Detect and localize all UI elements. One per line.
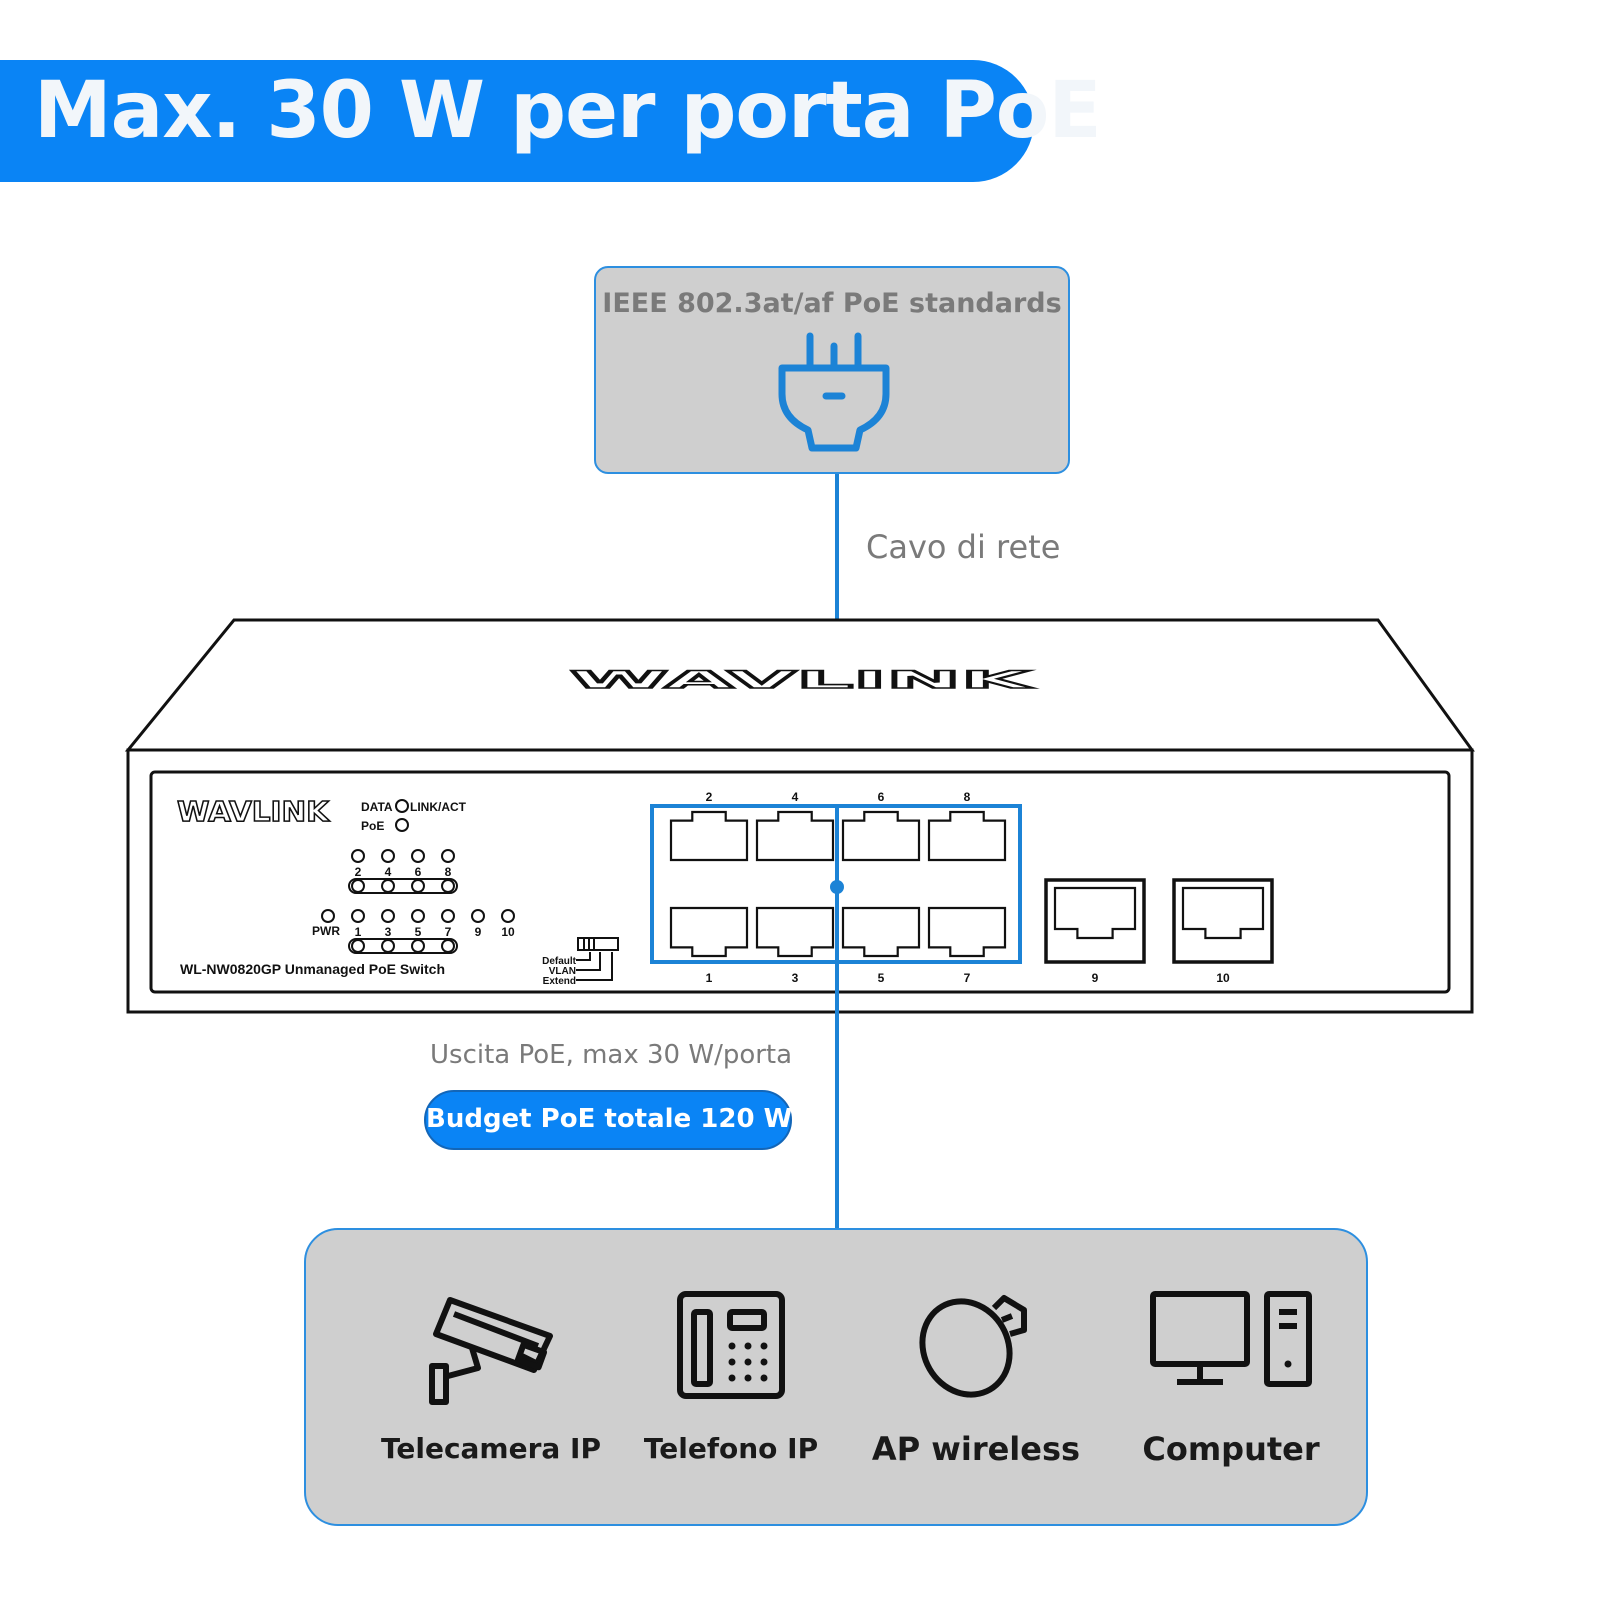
legend-poe-led [395,818,409,832]
device-label-ip-camera: Telecamera IP [380,1432,601,1465]
pwr-led [321,909,335,923]
led-number: 6 [415,865,422,879]
led-number: 4 [385,865,392,879]
pwr-label: PWR [312,924,340,938]
port-number: 6 [878,790,885,804]
port-number: 8 [964,790,971,804]
title-banner [0,60,1034,182]
legend-data: DATA [361,800,393,814]
plug-icon [778,332,890,452]
led-number: 1 [355,925,362,939]
dip-label-default: Default [542,956,577,967]
port-number: 4 [792,790,799,804]
port-5[interactable] [841,906,921,958]
led-poe-6 [411,879,425,893]
switch-front-logo: WAVLINK [177,795,330,828]
poe-output-label: Uscita PoE, max 30 W/porta [430,1040,793,1070]
dip-label-extend: Extend [543,976,576,987]
poe-switch: WAVLINK WAVLINK DATA LINK/ACT PoE PWR 2 4… [124,618,1475,1014]
port-3[interactable] [755,906,835,958]
led-data-6 [411,849,425,863]
port-7[interactable] [927,906,1007,958]
device-computer: Computer [1106,1230,1356,1528]
led-poe-2 [351,879,365,893]
led-poe-1 [351,939,365,953]
cable-junction-dot [830,880,844,894]
wireless-ap-icon [919,1295,1027,1398]
legend-data-led [395,799,409,813]
port-number: 7 [964,971,971,985]
device-label-ip-phone: Telefono IP [643,1432,819,1465]
poe-budget-badge: Budget PoE totale 120 W [424,1090,792,1150]
legend-link-act: LINK/ACT [410,800,467,814]
led-poe-7 [441,939,455,953]
led-poe-bracket-bottom [348,938,458,954]
led-poe-8 [441,879,455,893]
legend-poe: PoE [361,819,384,833]
port-6[interactable] [841,810,921,862]
poe-standard-box: IEEE 802.3at/af PoE standards [594,266,1070,474]
led-number: 9 [475,925,482,939]
dip-switch [576,937,619,981]
port-number: 2 [706,790,713,804]
cable-label: Cavo di rete [866,528,1061,566]
port-number: 3 [792,971,799,985]
network-cable-bottom [835,804,839,1230]
led-number: 5 [415,925,422,939]
port-number: 5 [878,971,885,985]
dip-label-vlan: VLAN [549,966,576,977]
ip-camera-icon [429,1297,553,1405]
poe-standard-title: IEEE 802.3at/af PoE standards [602,288,1062,319]
device-label-wireless-ap: AP wireless [871,1430,1081,1468]
led-poe-bracket-top [348,878,458,894]
led-data-2 [351,849,365,863]
device-label-computer: Computer [1142,1430,1320,1468]
led-number: 3 [385,925,392,939]
device-ip-phone: Telefono IP [606,1230,856,1528]
device-wireless-ap: AP wireless [851,1230,1101,1528]
led-data-5 [411,909,425,923]
port-number: 9 [1092,971,1099,985]
led-data-3 [381,909,395,923]
switch-top-logo: WAVLINK [570,666,1035,694]
led-data-4 [381,849,395,863]
port-1[interactable] [669,906,749,958]
port-10[interactable] [1181,886,1265,940]
ip-phone-icon [677,1291,785,1399]
led-number: 2 [355,865,362,879]
led-data-1 [351,909,365,923]
led-number: 10 [501,925,515,939]
device-ip-camera: Telecamera IP [366,1230,616,1528]
led-poe-4 [381,879,395,893]
port-9[interactable] [1053,886,1137,940]
port-8[interactable] [927,810,1007,862]
page-title: Max. 30 W per porta PoE [34,66,1102,156]
port-number: 10 [1216,971,1230,985]
led-data-8 [441,849,455,863]
led-data-9 [471,909,485,923]
led-data-7 [441,909,455,923]
led-number: 7 [445,925,452,939]
led-data-10 [501,909,515,923]
led-poe-5 [411,939,425,953]
led-poe-3 [381,939,395,953]
led-number: 8 [445,865,452,879]
port-2[interactable] [669,810,749,862]
powered-devices-box: Telecamera IP Telefono IP AP wireless [304,1228,1368,1526]
port-4[interactable] [755,810,835,862]
switch-model: WL-NW0820GP Unmanaged PoE Switch [180,961,445,977]
computer-icon [1150,1291,1312,1387]
port-number: 1 [706,971,713,985]
